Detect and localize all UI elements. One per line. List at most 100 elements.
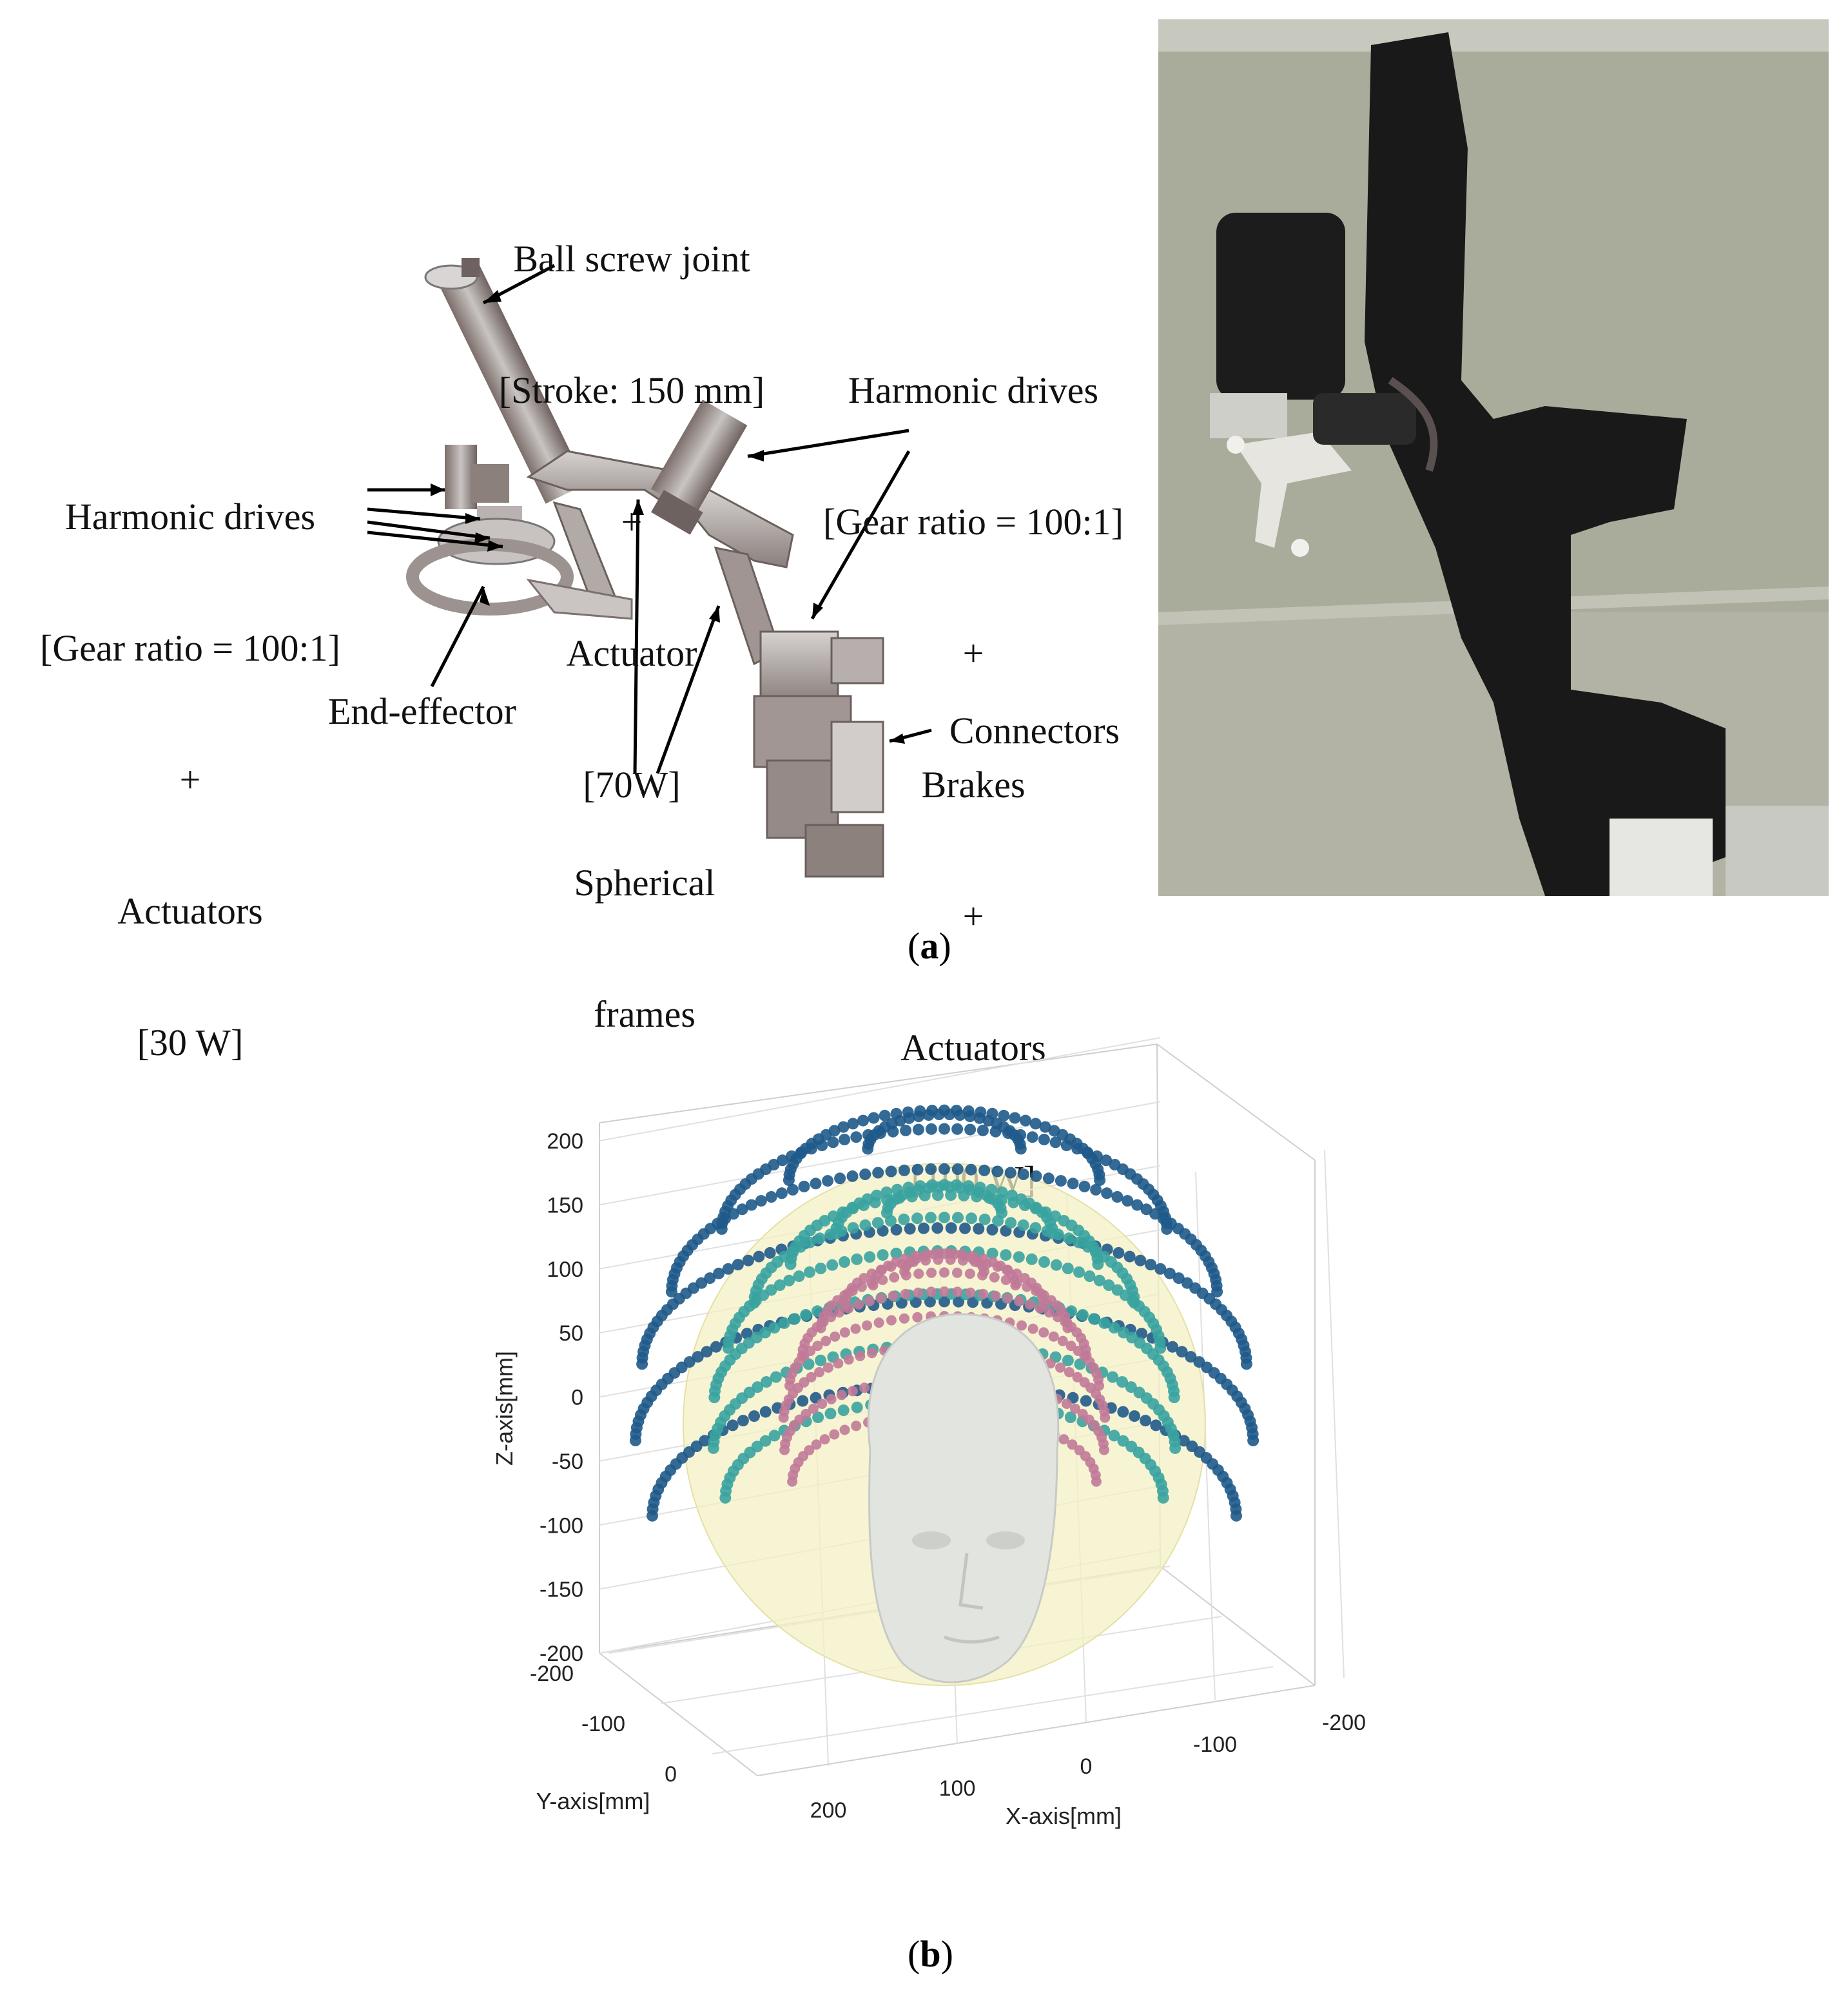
- middle-workspace-point: [939, 1179, 950, 1191]
- inner-workspace-point: [908, 1256, 919, 1267]
- outer-workspace-point: [1090, 1183, 1102, 1196]
- middle-workspace-point: [958, 1189, 970, 1201]
- outer-workspace-point: [755, 1195, 767, 1207]
- outer-workspace-point: [986, 1107, 998, 1120]
- middle-workspace-point: [884, 1215, 897, 1227]
- inner-workspace-point: [1045, 1358, 1056, 1369]
- inner-workspace-point: [952, 1267, 962, 1278]
- outer-workspace-point: [939, 1295, 950, 1308]
- inner-workspace-point: [839, 1290, 850, 1301]
- z-tick-label: 100: [547, 1257, 583, 1282]
- outer-workspace-point: [732, 1259, 744, 1271]
- inner-workspace-point: [866, 1268, 877, 1279]
- inner-workspace-point: [926, 1267, 937, 1278]
- inner-workspace-point: [875, 1293, 886, 1304]
- outer-workspace-point: [699, 1435, 711, 1447]
- inner-workspace-point: [847, 1285, 858, 1296]
- outer-workspace-point: [1038, 1134, 1050, 1145]
- outer-workspace-point: [890, 1107, 902, 1120]
- outer-workspace-point: [875, 1127, 886, 1139]
- middle-workspace-point: [804, 1266, 815, 1278]
- middle-workspace-point: [1013, 1251, 1025, 1263]
- caption-panel-b: (b): [908, 1933, 953, 1975]
- outer-workspace-point: [1247, 1435, 1260, 1446]
- inner-workspace-point: [1094, 1381, 1104, 1391]
- middle-workspace-point: [786, 1246, 798, 1258]
- outer-workspace-point: [805, 1143, 817, 1155]
- outer-workspace-point: [918, 1222, 929, 1234]
- outer-workspace-point: [902, 1106, 914, 1118]
- middle-workspace-point: [992, 1215, 1004, 1227]
- x-tick-label: 0: [1080, 1754, 1093, 1779]
- middle-workspace-point: [893, 1192, 906, 1204]
- middle-workspace-point: [1062, 1263, 1074, 1274]
- head-model: [867, 1313, 1060, 1683]
- inner-workspace-point: [1038, 1327, 1049, 1338]
- middle-workspace-point: [925, 1212, 937, 1224]
- middle-workspace-point: [914, 1180, 926, 1192]
- middle-workspace-point: [952, 1212, 964, 1224]
- inner-workspace-point: [886, 1261, 897, 1272]
- middle-workspace-point: [1157, 1491, 1169, 1504]
- x-tick-label: 200: [810, 1798, 847, 1823]
- middle-workspace-point: [1103, 1279, 1115, 1291]
- z-tick-label: -150: [540, 1578, 583, 1602]
- inner-workspace-point: [873, 1317, 884, 1328]
- outer-workspace-point: [776, 1154, 788, 1167]
- middle-workspace-point: [974, 1181, 986, 1194]
- label-ball-screw-joint: Ball screw joint [Stroke: 150 mm] + Actu…: [498, 238, 765, 806]
- inner-workspace-point: [913, 1268, 924, 1279]
- outer-workspace-point: [745, 1199, 757, 1211]
- outer-workspace-point: [1117, 1406, 1129, 1418]
- middle-workspace-point: [1026, 1253, 1038, 1265]
- outer-workspace-point: [1134, 1254, 1147, 1266]
- z-tick-label: -100: [540, 1513, 583, 1538]
- inner-workspace-point: [821, 1335, 832, 1346]
- middle-workspace-point: [1007, 1196, 1020, 1208]
- z-axis-label: Z-axis[mm]: [491, 1351, 518, 1466]
- inner-workspace-point: [808, 1403, 819, 1414]
- inner-workspace-point: [864, 1295, 875, 1306]
- outer-workspace-point: [713, 1267, 725, 1279]
- outer-workspace-point: [885, 1165, 897, 1178]
- outer-workspace-point: [868, 1112, 880, 1124]
- middle-workspace-point: [1116, 1376, 1128, 1388]
- outer-workspace-point: [898, 1164, 910, 1176]
- outer-workspace-point: [931, 1222, 944, 1234]
- middle-workspace-point: [783, 1274, 795, 1286]
- outer-workspace-point: [1172, 1272, 1185, 1285]
- middle-workspace-point: [752, 1381, 764, 1393]
- outer-workspace-point: [1140, 1203, 1153, 1216]
- grid-line: [757, 1685, 1316, 1776]
- middle-workspace-point: [1063, 1232, 1075, 1245]
- inner-workspace-point: [818, 1316, 829, 1327]
- middle-workspace-point: [835, 1225, 848, 1237]
- grid-line: [599, 1043, 1158, 1123]
- outer-workspace-point: [1131, 1199, 1143, 1211]
- grid-line: [599, 1653, 758, 1776]
- outer-workspace-point: [1145, 1259, 1157, 1271]
- grid-line: [599, 1101, 1161, 1206]
- middle-workspace-point: [759, 1435, 772, 1447]
- inner-workspace-point: [1098, 1444, 1109, 1455]
- middle-workspace-point: [871, 1217, 884, 1229]
- outer-workspace-point: [1002, 1127, 1014, 1139]
- outer-workspace-point: [1123, 1250, 1136, 1263]
- inner-workspace-point: [812, 1341, 823, 1352]
- inner-workspace-point: [853, 1299, 864, 1310]
- outer-workspace-point: [939, 1163, 950, 1175]
- robot-photograph: [1158, 19, 1829, 896]
- inner-workspace-point: [978, 1288, 989, 1299]
- end-effector-assembly: [406, 445, 633, 620]
- outer-workspace-point: [834, 1172, 846, 1185]
- middle-workspace-point: [827, 1210, 839, 1223]
- outer-workspace-point: [726, 1419, 739, 1431]
- outer-workspace-point: [797, 1395, 809, 1407]
- outer-workspace-point: [1136, 1328, 1148, 1340]
- outer-workspace-point: [1230, 1509, 1242, 1522]
- outer-workspace-point: [822, 1175, 834, 1187]
- axis-ticks: 200150100500-50-100-150-200-200-10002001…: [530, 1129, 1366, 1823]
- y-tick-label: -200: [530, 1662, 574, 1686]
- outer-workspace-point: [951, 1123, 964, 1135]
- inner-workspace-point: [1048, 1331, 1059, 1342]
